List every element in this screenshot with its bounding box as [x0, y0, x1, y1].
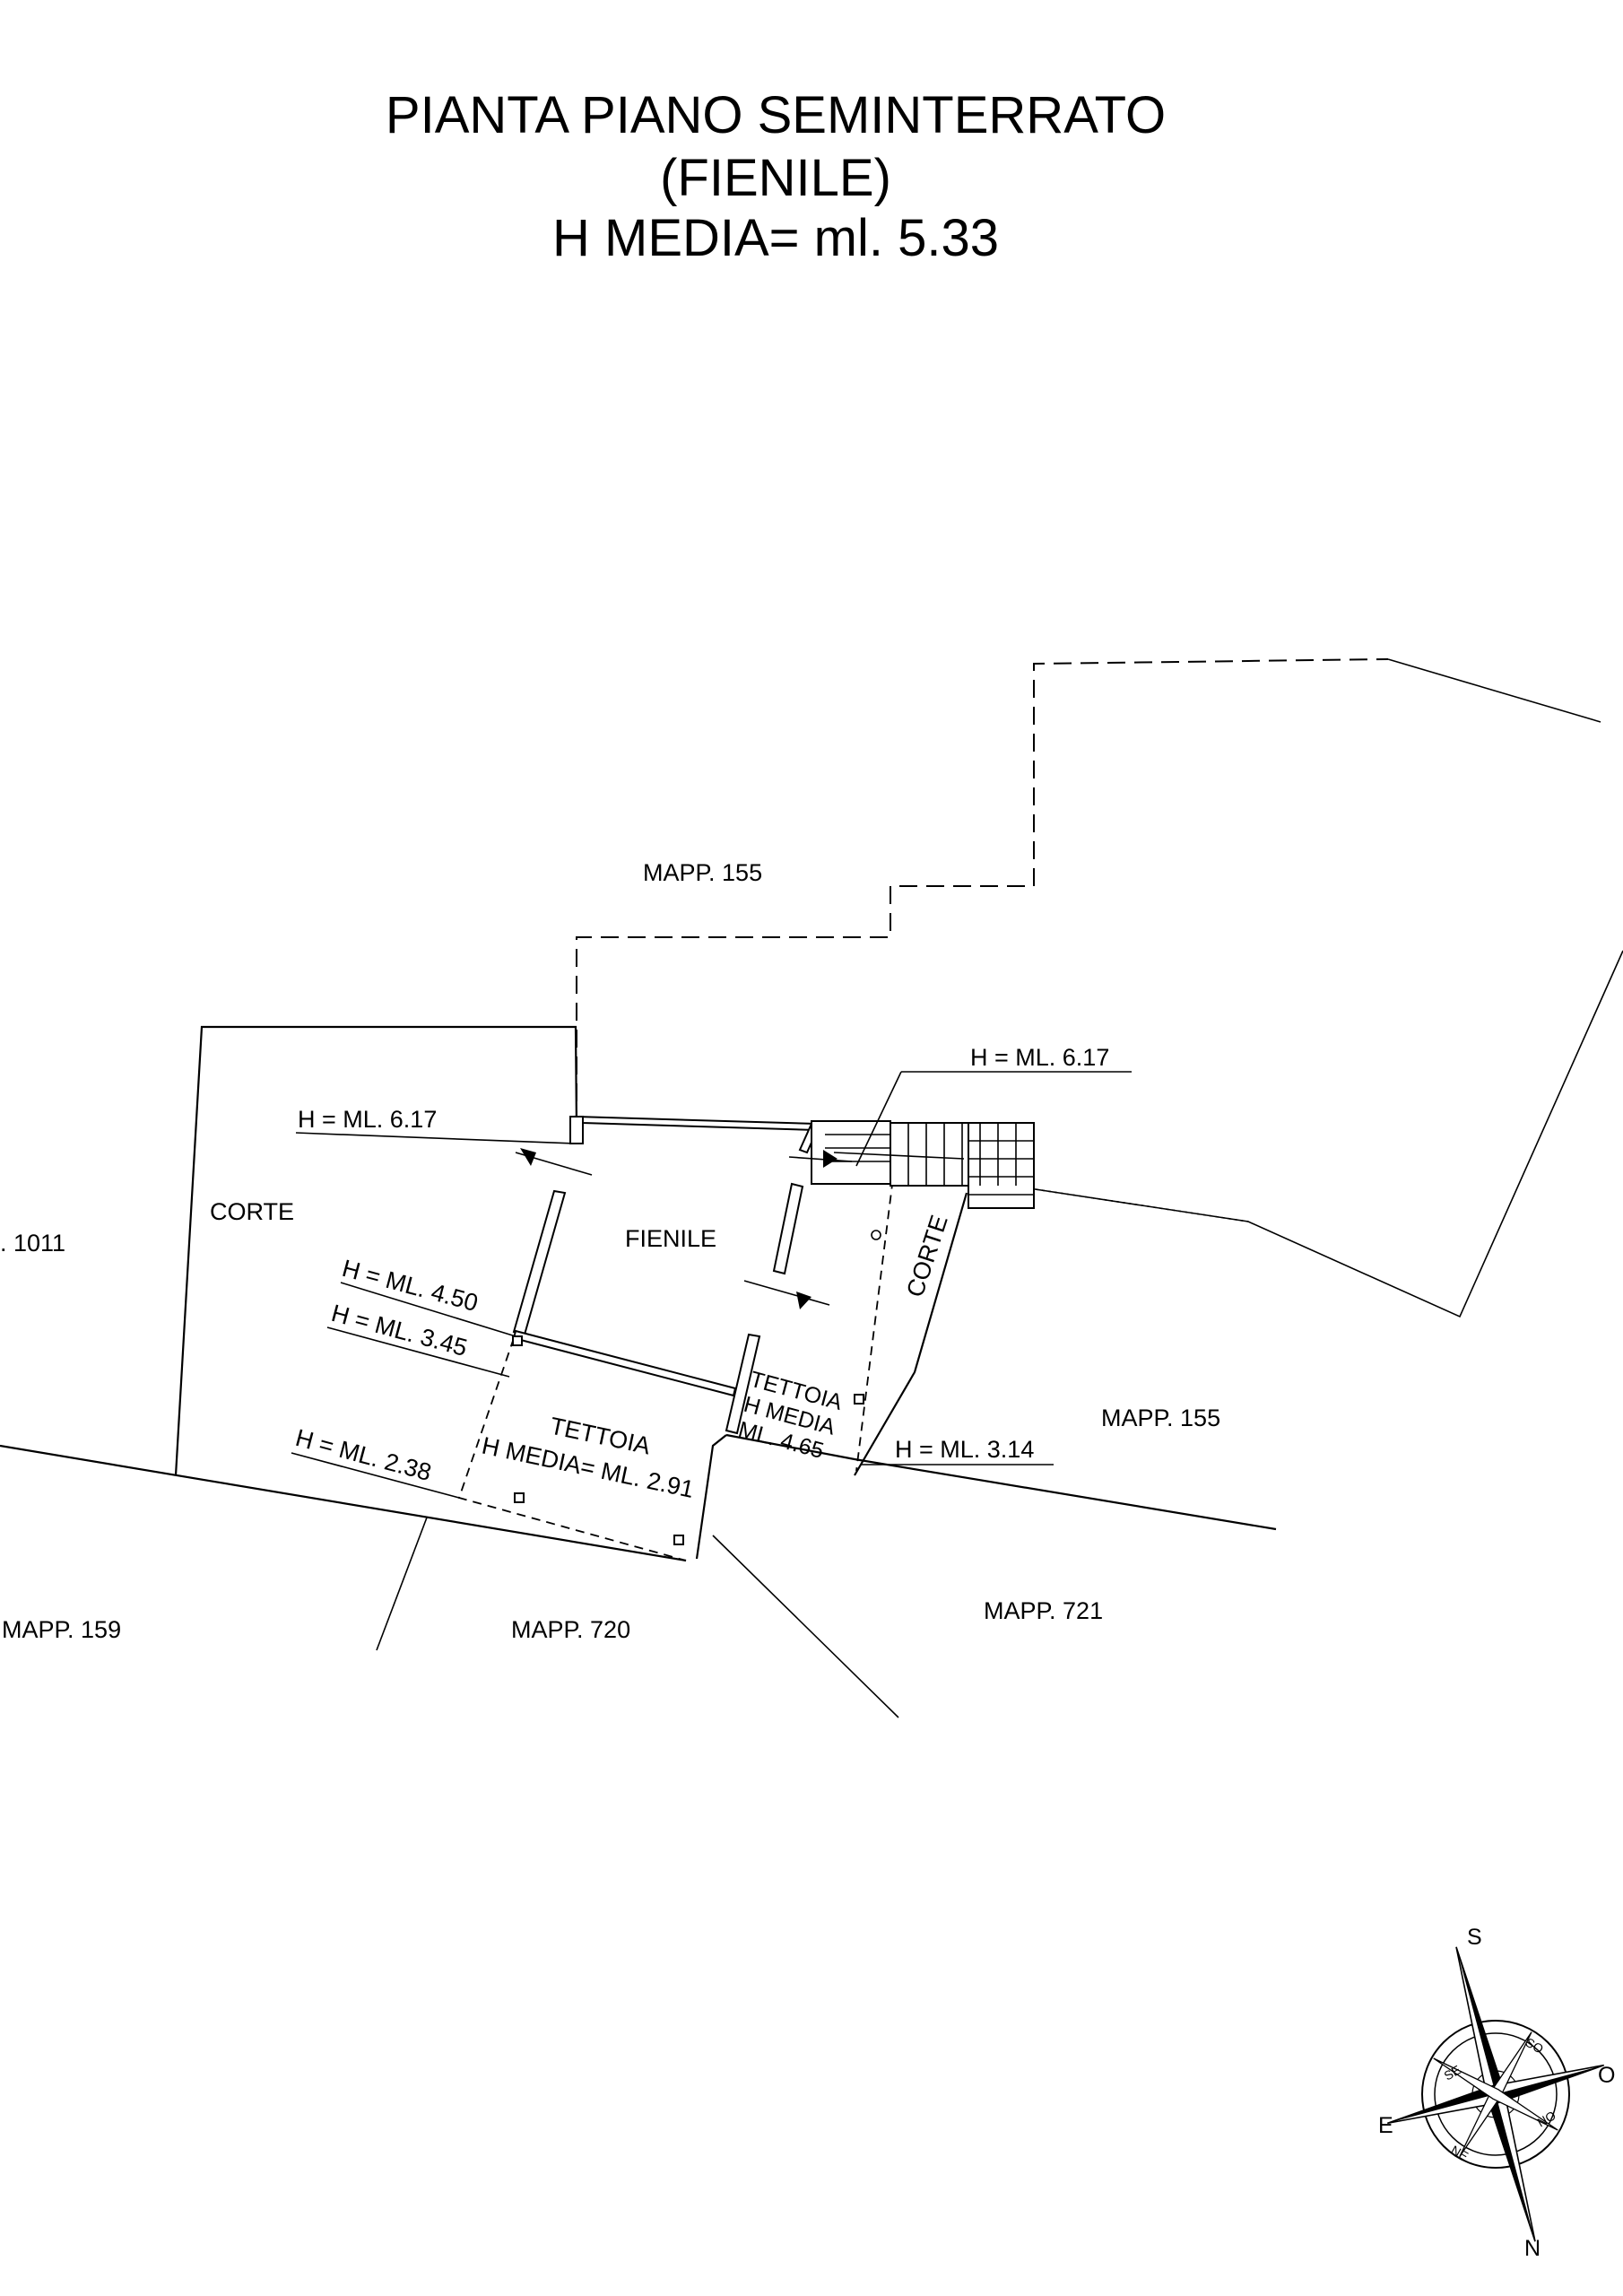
parcel-boundaries [0, 658, 1623, 1718]
compass-label-s: S [1467, 1925, 1482, 1950]
corte-dotted-line [1028, 1187, 1249, 1222]
height-617-left: H = ML. 6.17 [295, 1106, 575, 1144]
entrance-arrow [788, 1150, 853, 1168]
room-label: FIENILE [625, 1225, 716, 1252]
room-label: CORTE [210, 1198, 294, 1225]
fienile-wall-east-upper [772, 1182, 804, 1275]
parcel-label: MAPP. 155 [643, 859, 762, 886]
mapp-155-outline-east [1028, 950, 1623, 1318]
mapp-720-721-divider [712, 1535, 899, 1718]
dashed-boundary [576, 658, 1389, 1128]
fienile-wall-west [512, 1189, 567, 1336]
compass-label-n: N [1524, 2236, 1541, 2261]
parcel-label: MAPP. 155 [1101, 1405, 1220, 1431]
tettoia-south-edge [725, 1433, 855, 1461]
southern-boundary-right [854, 1457, 1277, 1531]
compass-rose-icon [1386, 1946, 1605, 2242]
parcel-label: MAPP. 721 [984, 1597, 1103, 1624]
pillar [673, 1535, 684, 1545]
height-345: H = ML. 3.45 [326, 1300, 510, 1378]
compass-label-e: E [1378, 2113, 1393, 2138]
entrance-arrow [515, 1148, 593, 1176]
fienile-wall-east-lower [725, 1333, 761, 1435]
height-617-right: H = ML. 6.17 [855, 1044, 1132, 1167]
parcel-label: MAPP. 720 [511, 1616, 630, 1643]
height-238: H = ML. 2.38 [291, 1424, 460, 1499]
title-line-1: PIANTA PIANO SEMINTERRATO [386, 86, 1166, 144]
title-line-2: (FIENILE) [660, 149, 891, 207]
mapp-159-720-divider [376, 1517, 428, 1651]
height-annotations: H = ML. 6.17 H = ML. 6.17 H = ML. 4.50 H… [291, 1044, 1132, 1499]
pillar [854, 1394, 864, 1405]
corte-right-edge [854, 1192, 968, 1476]
height-314: H = ML. 3.14 [861, 1436, 1054, 1465]
parcel-label: . 1011 [0, 1230, 65, 1257]
southern-boundary [0, 1444, 687, 1562]
fienile-wall-south [512, 1329, 737, 1397]
room-label: CORTE [901, 1212, 953, 1300]
height-label: H = ML. 6.17 [298, 1106, 437, 1133]
height-label: H = ML. 3.14 [895, 1436, 1034, 1463]
corte-left-outline [174, 1025, 578, 1476]
staircase-arrow [833, 1152, 965, 1160]
staircase-treads [825, 1123, 1034, 1196]
building [457, 1115, 1249, 1561]
height-label: H = ML. 2.38 [292, 1424, 434, 1486]
pillar [514, 1492, 525, 1503]
tettoia-east-edge [695, 1434, 727, 1560]
height-label: H = ML. 6.17 [970, 1044, 1109, 1071]
fienile-wall-north [574, 1115, 817, 1132]
fienile-wall-corner [569, 1116, 584, 1144]
staircase [811, 1120, 1035, 1209]
entrance-arrow [743, 1280, 830, 1309]
column-marker [871, 1230, 881, 1240]
parcel-label: MAPP. 159 [2, 1616, 121, 1643]
staircase-return [968, 1122, 1035, 1209]
title-line-3: H MEDIA= ml. 5.33 [552, 209, 999, 267]
corte-right-dashed [855, 1134, 899, 1472]
mapp-155-outline [1387, 658, 1601, 723]
plan-title: PIANTA PIANO SEMINTERRATO (FIENILE) H ME… [386, 86, 1166, 267]
pillar [512, 1335, 523, 1346]
compass-label-o: O [1598, 2063, 1615, 2088]
area-labels: MAPP. 155 MAPP. 155 . 1011 MAPP. 159 MAP… [0, 859, 1220, 1643]
